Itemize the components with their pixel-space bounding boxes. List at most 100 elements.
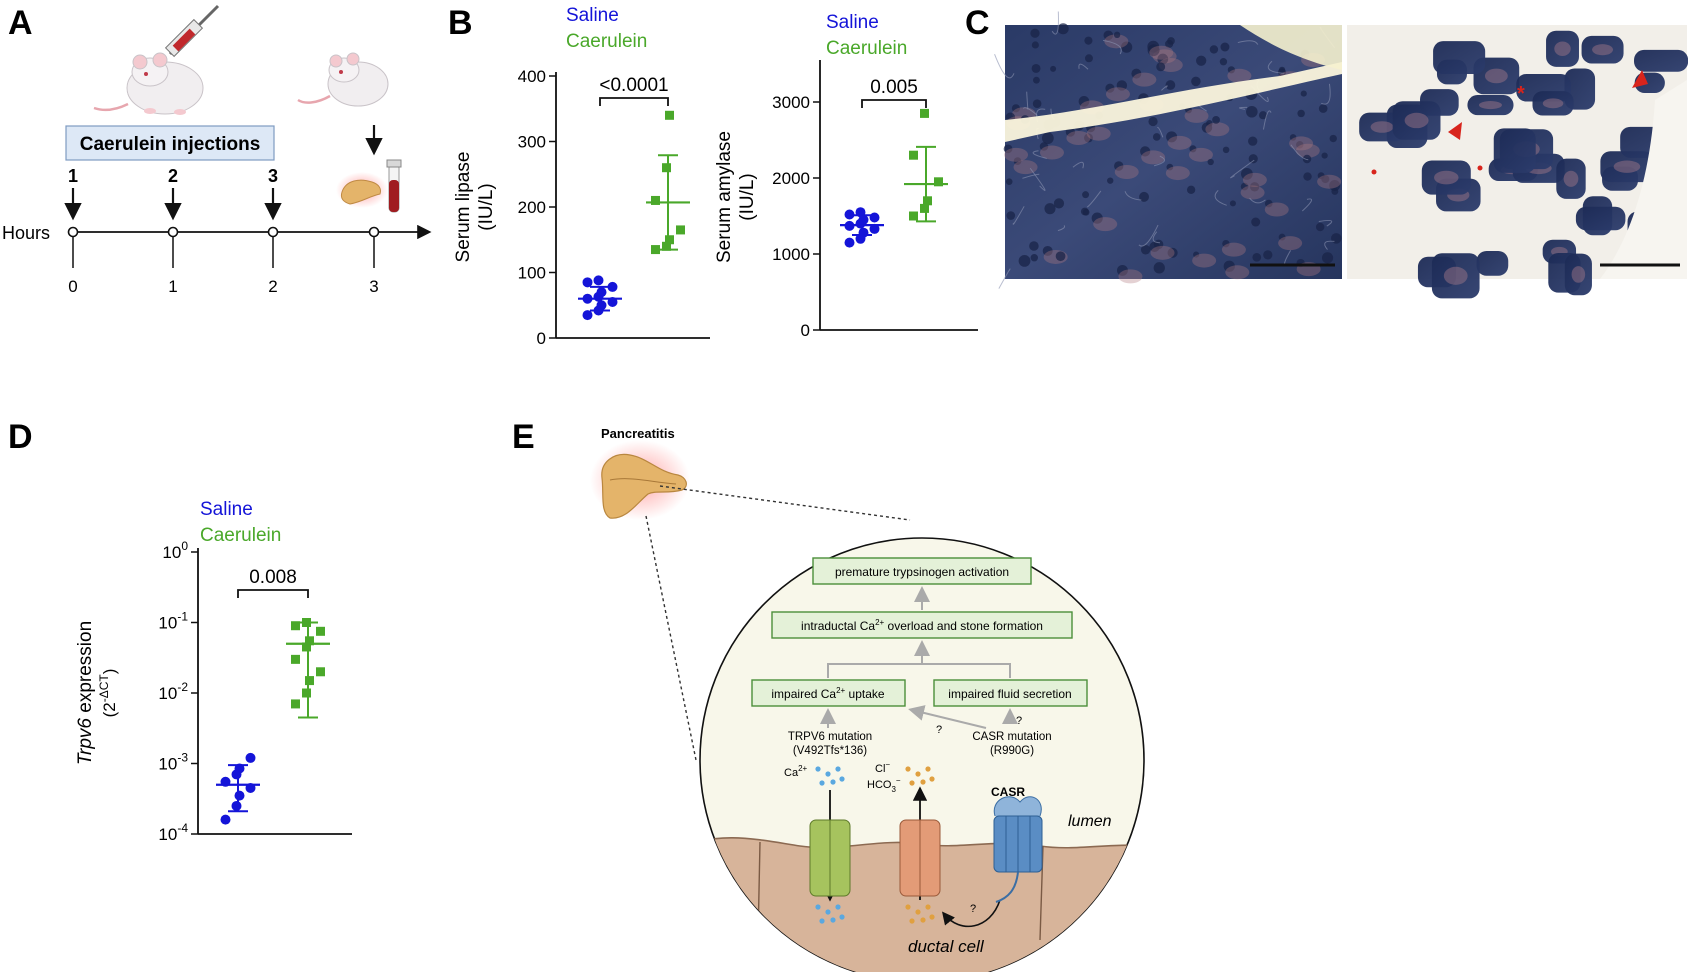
y-tick-label: 200 [518, 198, 546, 217]
cftr-channel [899, 819, 941, 897]
y-axis-label: Serum amylase(IU/L) [714, 131, 758, 263]
asterisk-icon: * [1517, 83, 1525, 105]
data-point-saline [858, 214, 869, 225]
data-point-caerulein [302, 688, 311, 698]
ion-dot [909, 780, 915, 786]
red-arrowhead-icon [1448, 122, 1462, 140]
casr-label: CASR [991, 785, 1025, 799]
panel-letter-e: E [512, 418, 535, 456]
ion-dot [905, 766, 911, 772]
y-tick-label: 400 [518, 67, 546, 86]
lumen-label: lumen [1068, 813, 1112, 830]
hours-label: Hours [2, 223, 50, 243]
ion-dot [830, 917, 836, 923]
hco3-ion-label: HCO3− [867, 776, 901, 794]
data-point-saline [596, 287, 607, 298]
y-tick-label: 10-1 [158, 610, 188, 633]
data-point-caerulein [305, 676, 314, 686]
y-tick-label: 3000 [772, 93, 810, 112]
data-point-caerulein [291, 699, 300, 709]
legend-caerulein: Caerulein [566, 31, 647, 52]
data-point-saline [844, 209, 855, 220]
data-point-caerulein [934, 177, 943, 187]
casr-mutation-detail: (R990G) [990, 745, 1034, 757]
box-trypsinogen-activation [812, 557, 1032, 585]
data-point-caerulein [662, 241, 671, 251]
data-point-saline [844, 220, 855, 231]
data-point-caerulein [920, 203, 929, 213]
data-point-caerulein [291, 621, 300, 631]
timeline-node [368, 226, 380, 238]
p-value-label: 0.005 [870, 77, 918, 98]
red-dot-icon [1477, 165, 1483, 171]
trpv6-channel [809, 819, 851, 897]
syringe-icon [157, 4, 220, 67]
box-ca-overload-label: intraductal Ca2+ overload and stone form… [801, 618, 1043, 633]
trpv6-mutation-label: TRPV6 mutation [788, 731, 872, 743]
ion-dot [839, 776, 845, 782]
panel-letter-d: D [8, 418, 33, 456]
pancreas-icon [590, 440, 690, 520]
ion-dot [905, 904, 911, 910]
ion-dot [819, 918, 825, 924]
data-point-saline [582, 293, 593, 304]
data-point-caerulein [923, 196, 932, 206]
y-tick-label: 10-4 [158, 821, 188, 844]
data-point-caerulein [665, 110, 674, 120]
casr-mutation-label: CASR mutation [972, 731, 1051, 743]
ion-dot [925, 904, 931, 910]
blood-tube-icon [386, 159, 402, 213]
data-point-saline [582, 310, 593, 321]
ion-dot [929, 776, 935, 782]
data-point-caerulein [920, 108, 929, 118]
data-point-saline [234, 790, 245, 801]
timeline-node [67, 226, 79, 238]
data-point-saline [844, 237, 855, 248]
data-point-saline [593, 275, 604, 286]
data-point-saline [596, 300, 607, 311]
legend-caerulein: Caerulein [200, 525, 281, 546]
lipase-chart: 0100200300400<0.0001SalineCaeruleinSerum… [453, 5, 710, 348]
injection-number-1: 1 [68, 166, 78, 186]
panel-letter-a: A [8, 4, 33, 42]
data-point-saline [582, 277, 593, 288]
timeline-tick-label: 1 [168, 277, 177, 296]
y-tick-label: 100 [518, 264, 546, 283]
ion-dot [839, 914, 845, 920]
box-ca-overload [771, 611, 1073, 639]
p-value-label: 0.008 [249, 567, 297, 588]
y-tick-label: 0 [801, 321, 810, 340]
data-point-caerulein [305, 636, 314, 646]
data-point-saline [245, 752, 256, 763]
data-point-saline [234, 763, 245, 774]
question-mark: ? [970, 903, 976, 915]
ion-dot [835, 904, 841, 910]
mouse-icon [93, 52, 204, 115]
cl-ion-label: Cl− [875, 760, 890, 775]
ion-dot [830, 779, 836, 785]
panel-letter-b: B [448, 4, 473, 42]
data-point-caerulein [302, 642, 311, 652]
ductal-cell-label: ductal cell [908, 937, 985, 956]
y-tick-label: 10-2 [158, 680, 188, 703]
y-tick-label: 100 [162, 539, 188, 562]
injection-number-3: 3 [268, 166, 278, 186]
legend-saline: Saline [566, 5, 619, 26]
histology-caerulein-image: * [1347, 25, 1688, 299]
y-tick-label: 300 [518, 133, 546, 152]
question-mark: ? [1016, 715, 1022, 727]
y-axis-label: Trpv6 expression [75, 621, 96, 765]
data-point-caerulein [662, 163, 671, 173]
box-trypsinogen-label: premature trypsinogen activation [835, 565, 1009, 579]
data-point-caerulein [651, 195, 660, 205]
ion-dot [815, 766, 821, 772]
ion-dot [825, 771, 831, 777]
pancreas-icon [336, 172, 388, 208]
timeline-tick-label: 0 [68, 277, 77, 296]
data-point-caerulein [665, 235, 674, 245]
y-axis-unit-label: (2-ΔCT) [97, 669, 119, 718]
ion-dot [835, 766, 841, 772]
data-point-caerulein [909, 211, 918, 221]
